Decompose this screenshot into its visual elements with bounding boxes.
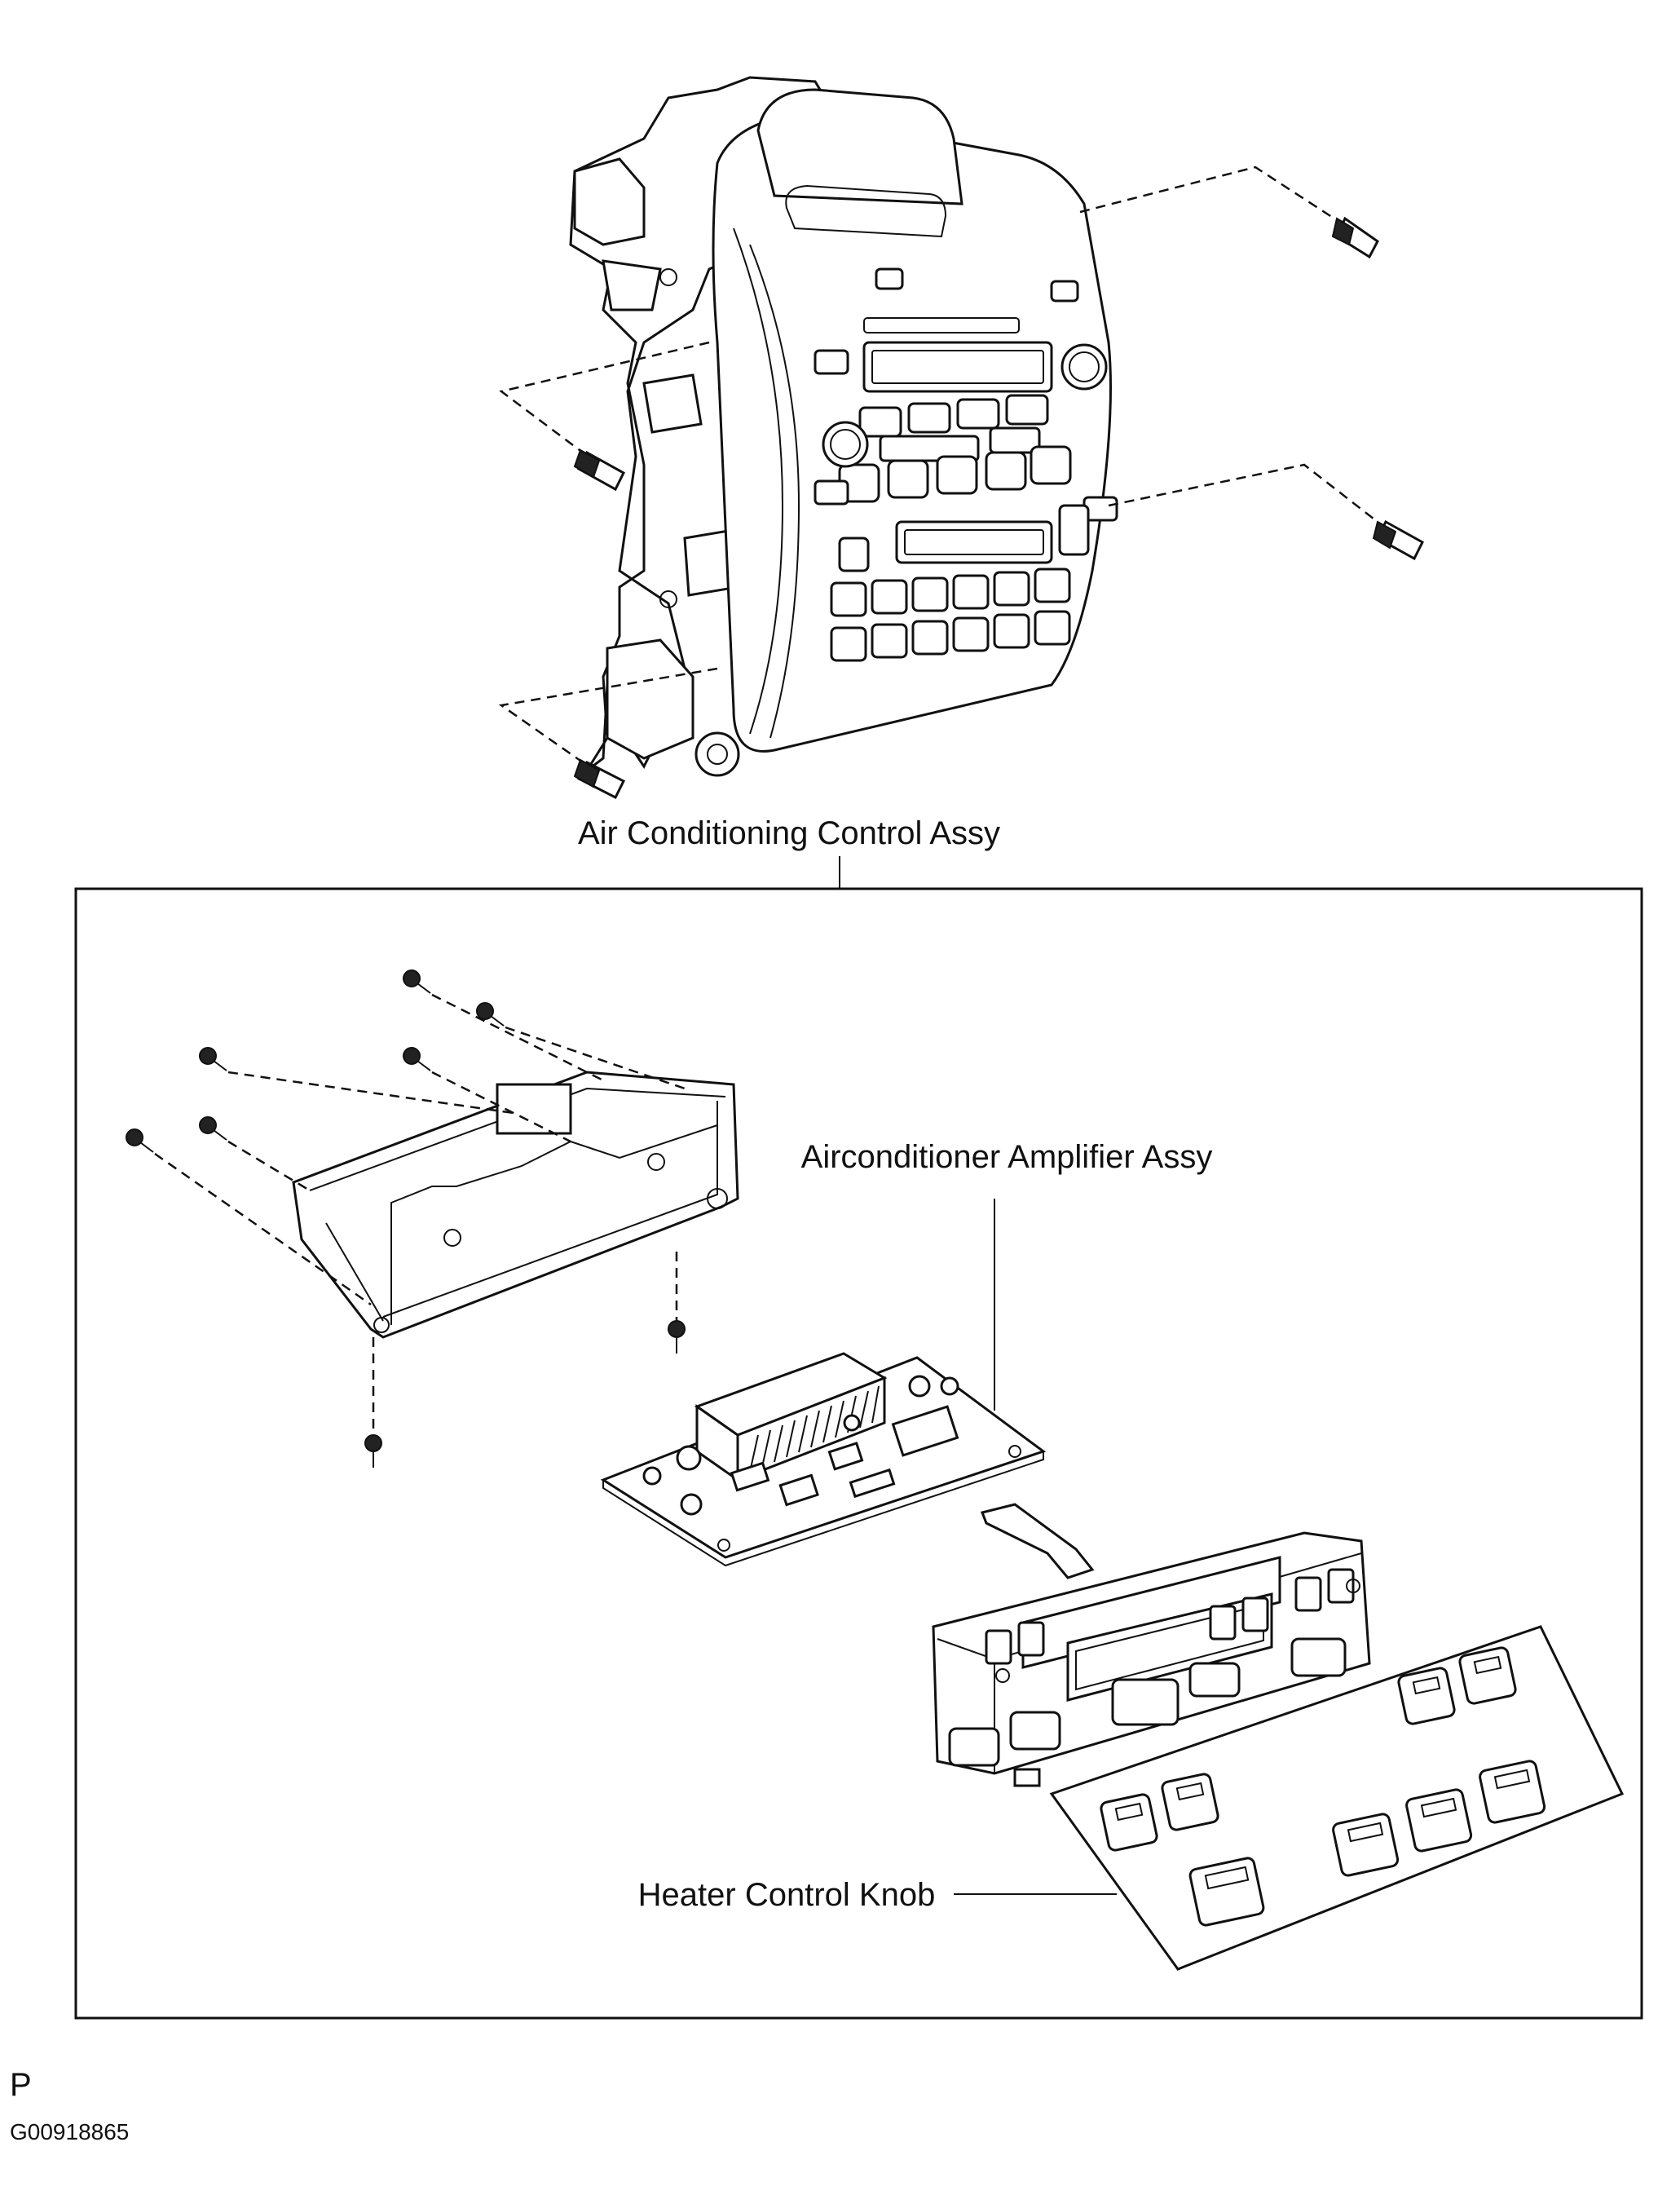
bolt-top-right <box>1079 166 1379 259</box>
detail-frame <box>74 887 1643 2020</box>
bolt-left <box>499 341 710 492</box>
screw-4 <box>403 1047 571 1143</box>
label-heater-knob: Heater Control Knob <box>638 1877 936 1913</box>
label-amplifier-assy: Airconditioner Amplifier Assy <box>801 1139 1213 1175</box>
center-panel-assembly <box>498 76 1424 800</box>
bolt-right <box>1108 463 1424 561</box>
knob <box>1100 1793 1158 1852</box>
footer-letter: P <box>10 2067 32 2103</box>
screw-5 <box>199 1116 311 1192</box>
tuning-knob <box>1060 343 1108 391</box>
climate-buttons <box>830 504 1090 662</box>
radio-buttons <box>814 267 1118 522</box>
amplifier-pcb <box>600 1352 1047 1567</box>
screw-8 <box>364 1337 382 1468</box>
label-ac-control-assy: Air Conditioning Control Assy <box>578 815 1000 851</box>
control-panel-unit <box>932 1503 1371 1787</box>
figure-code: G00918865 <box>10 2119 129 2144</box>
screw-1 <box>403 969 604 1082</box>
knob <box>1188 1857 1265 1927</box>
knob <box>1332 1813 1400 1877</box>
screw-2 <box>476 1002 686 1090</box>
knob <box>1397 1667 1456 1725</box>
bolt-lower-left <box>498 667 718 800</box>
front-cover <box>292 1071 739 1339</box>
cover-screws <box>126 969 686 1468</box>
screw-6 <box>126 1128 372 1306</box>
knob <box>1161 1773 1219 1831</box>
knob-tray <box>1049 1625 1625 1971</box>
screw-7 <box>668 1252 686 1354</box>
knob <box>1479 1760 1546 1824</box>
knob <box>1458 1646 1517 1705</box>
knob <box>1405 1788 1473 1853</box>
screw-3 <box>199 1047 514 1115</box>
volume-knob <box>822 421 869 468</box>
